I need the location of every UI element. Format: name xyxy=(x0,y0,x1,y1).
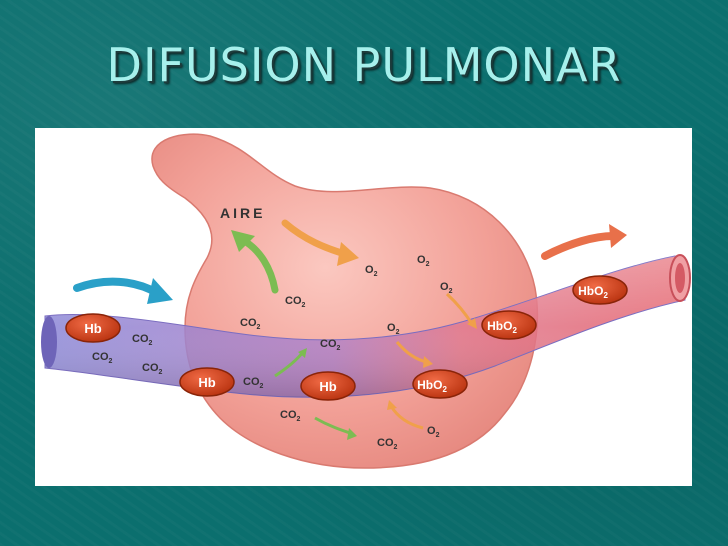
co2-outflow-arrow xyxy=(231,230,279,294)
lung-diffusion-diagram: Hb Hb Hb HbO2 HbO2 HbO2 xyxy=(41,133,691,469)
rbc-label: Hb xyxy=(84,321,101,336)
rbc-hbo2-2: HbO2 xyxy=(481,310,537,340)
o2-label: O2 xyxy=(440,281,453,295)
alveolus-sac xyxy=(151,133,539,469)
o2-inflow-arrow xyxy=(281,219,359,266)
rbc-label: Hb xyxy=(319,379,336,394)
co2-label: CO2 xyxy=(240,317,261,331)
rbc-label: HbO2 xyxy=(487,319,517,335)
co2-label: CO2 xyxy=(243,376,264,390)
o2-label: O2 xyxy=(387,322,400,336)
vessel-inlet xyxy=(41,316,57,368)
slide-title: DIFUSION PULMONAR xyxy=(106,38,622,92)
rbc-hbo2-3: HbO2 xyxy=(572,275,628,305)
co2-label: CO2 xyxy=(280,409,301,423)
co2-label: CO2 xyxy=(92,351,113,365)
co2-label: CO2 xyxy=(142,362,163,376)
capillary-vessel xyxy=(41,254,691,398)
rbc-hb-1: Hb xyxy=(65,313,121,343)
o2-label: O2 xyxy=(427,425,440,439)
rbc-label: HbO2 xyxy=(417,378,447,394)
rbc-hb-2: Hb xyxy=(179,367,235,397)
rbc-hbo2-1: HbO2 xyxy=(412,369,468,399)
co2-label: CO2 xyxy=(285,295,306,309)
air-label: AIRE xyxy=(220,205,265,221)
o2-label: O2 xyxy=(365,264,378,278)
rbc-label: HbO2 xyxy=(578,284,608,300)
rbc-hb-3: Hb xyxy=(300,371,356,401)
diagram-panel: Hb Hb Hb HbO2 HbO2 HbO2 xyxy=(35,128,692,486)
co2-label: CO2 xyxy=(132,333,153,347)
rbc-label: Hb xyxy=(198,375,215,390)
blood-in-arrow xyxy=(73,277,173,304)
co2-label: CO2 xyxy=(320,338,341,352)
co2-label: CO2 xyxy=(377,437,398,451)
blood-out-arrow xyxy=(541,224,627,260)
o2-label: O2 xyxy=(417,254,430,268)
